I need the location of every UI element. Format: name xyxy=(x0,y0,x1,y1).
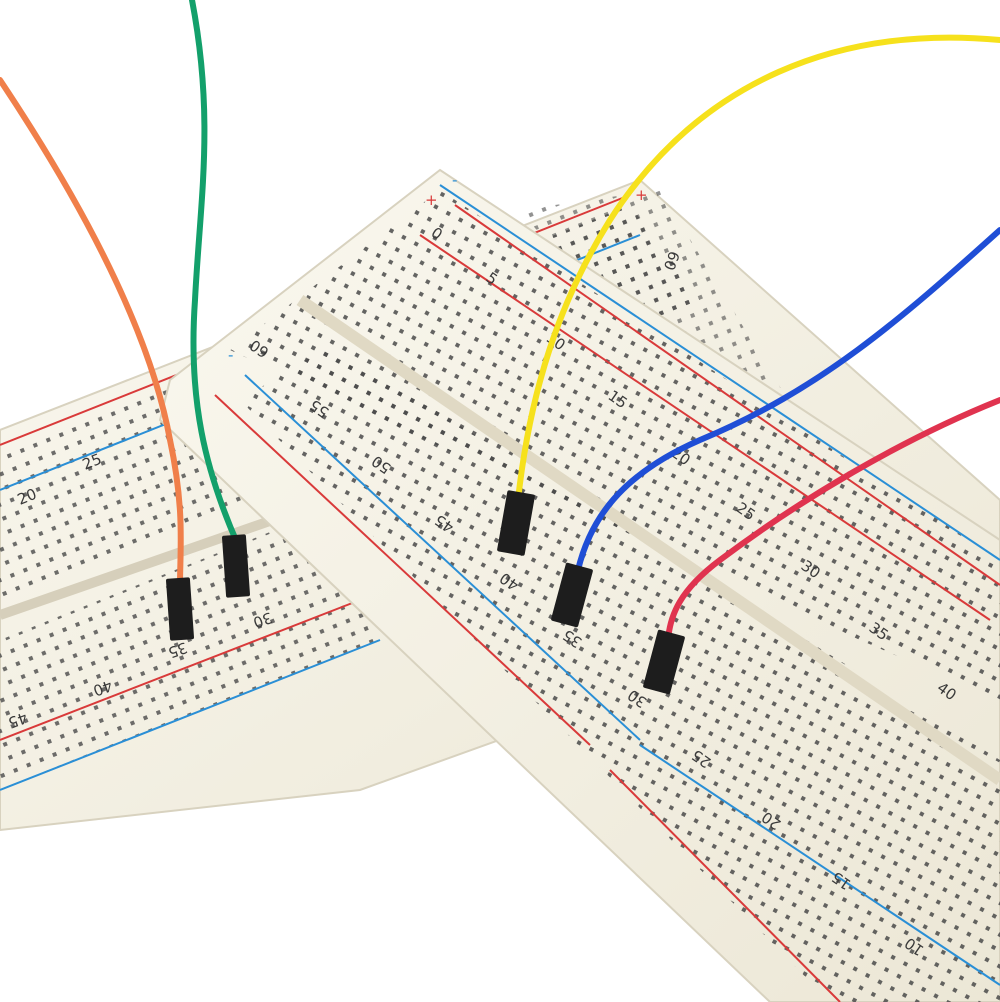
green-wire xyxy=(189,0,241,548)
rail-sign: - xyxy=(228,346,233,364)
blue-wire xyxy=(575,227,1000,573)
jumper-wires xyxy=(0,0,1000,643)
back-col-label: 25 xyxy=(80,450,104,474)
dupont-connectors xyxy=(166,490,685,695)
connector-orange xyxy=(166,577,194,641)
back-col-label: 30 xyxy=(251,608,275,631)
yellow-wire xyxy=(515,34,1000,503)
back-col-label: 35 xyxy=(166,638,190,661)
back-col-label: 60 xyxy=(660,249,683,273)
connector-blue xyxy=(551,562,593,628)
connector-yellow xyxy=(497,490,535,556)
back-col-label: 20 xyxy=(15,485,39,509)
red-wire xyxy=(665,397,1000,643)
rail-sign: + xyxy=(425,191,438,209)
connector-green xyxy=(222,534,250,598)
rail-sign: + xyxy=(635,186,648,204)
orange-wire xyxy=(0,77,184,588)
rail-sign: - xyxy=(452,171,457,189)
back-col-label: 45 xyxy=(6,708,30,731)
back-col-label: 40 xyxy=(91,676,115,699)
connector-red xyxy=(643,629,685,695)
